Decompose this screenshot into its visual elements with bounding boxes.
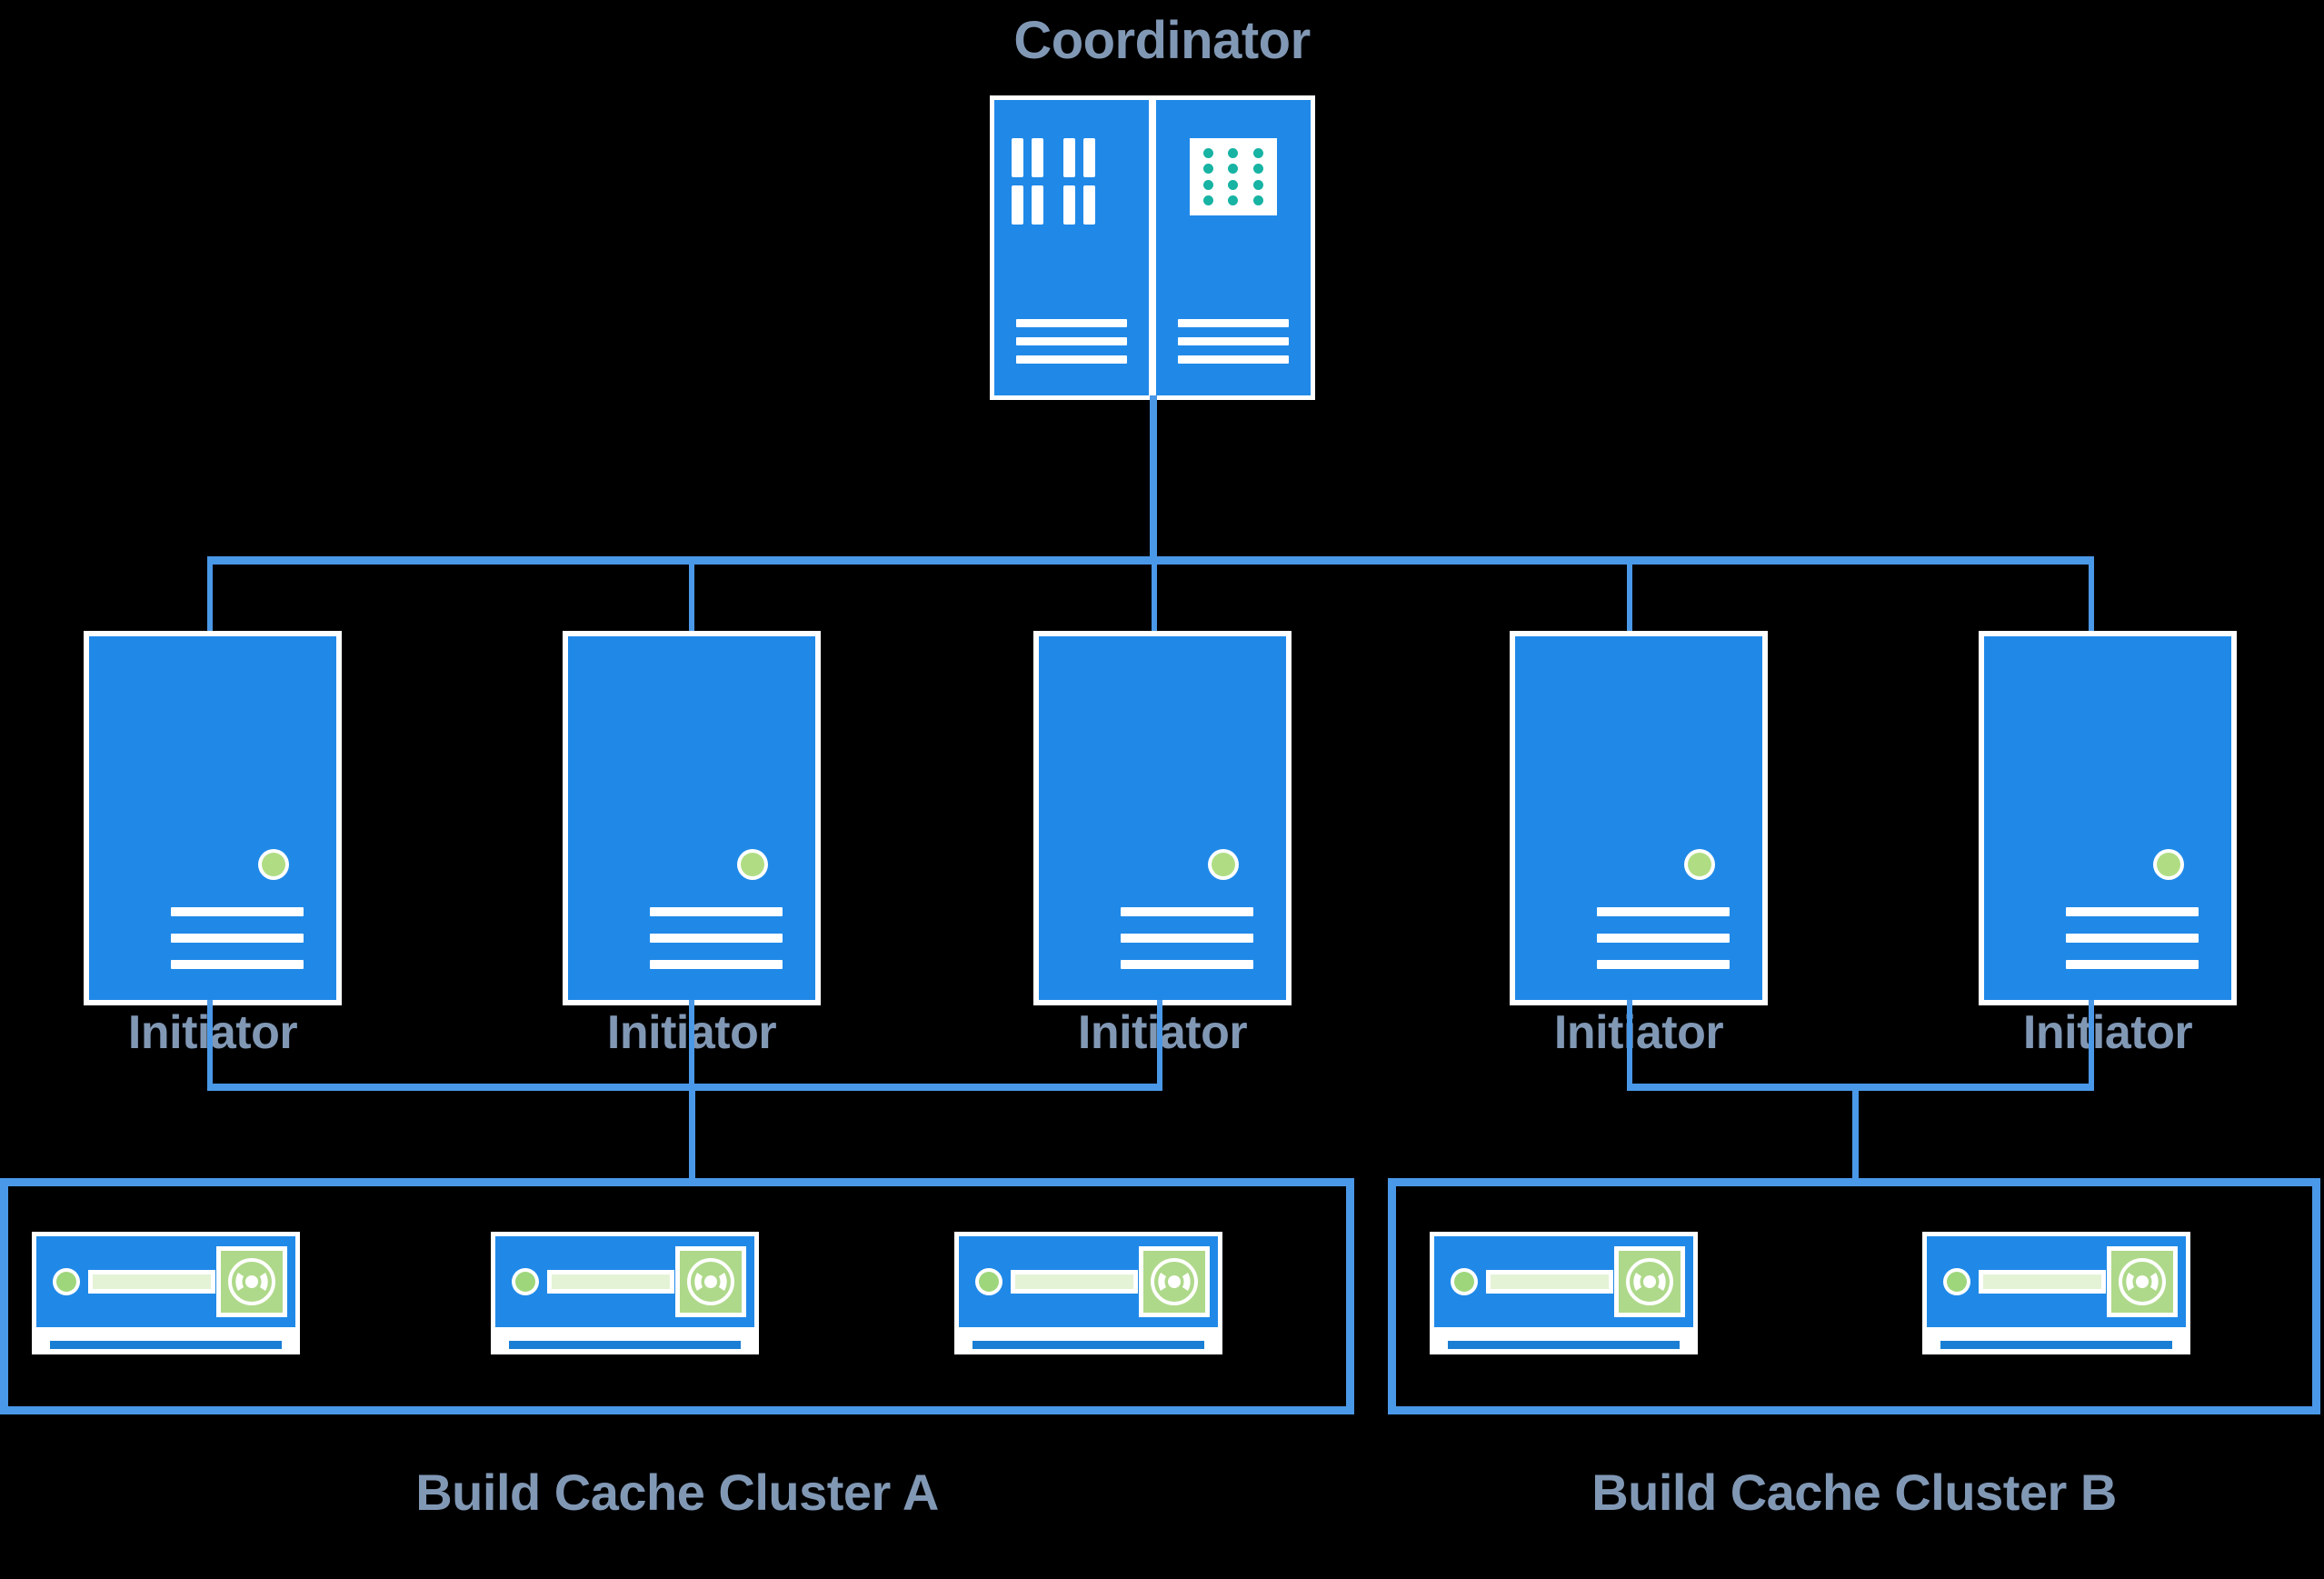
coordinator-right-lines — [1177, 319, 1290, 374]
coordinator-label: Coordinator — [1013, 11, 1311, 70]
cache-node-body — [495, 1236, 754, 1327]
wire-initiator-bus — [207, 556, 2094, 565]
status-led-icon — [2157, 853, 2180, 876]
initiator-lines — [2066, 907, 2199, 986]
wire-initiator5-down — [2089, 1000, 2094, 1087]
cache-node-base — [1922, 1330, 2190, 1354]
cluster-b-box[interactable] — [1388, 1178, 2320, 1414]
disk-icon — [1619, 1251, 1681, 1313]
cache-node-a1[interactable] — [32, 1236, 300, 1354]
cache-node-b2[interactable] — [1922, 1236, 2190, 1354]
cache-node-a2[interactable] — [491, 1236, 759, 1354]
cache-node-body — [1434, 1236, 1693, 1327]
disk-icon — [1143, 1251, 1205, 1313]
wire-initiator2-down — [689, 1000, 694, 1087]
status-led-icon — [56, 1272, 76, 1292]
initiator-lines — [1121, 907, 1253, 986]
status-led-icon — [1688, 853, 1711, 876]
wire-drop-initiator-1 — [207, 556, 213, 637]
initiator-node-5[interactable] — [1984, 636, 2231, 1000]
cache-node-base — [491, 1330, 759, 1354]
cache-node-body — [36, 1236, 295, 1327]
disk-icon — [2111, 1251, 2173, 1313]
vertical-bars-icon — [1011, 138, 1098, 233]
cache-node-body — [1927, 1236, 2186, 1327]
status-led-icon — [262, 853, 285, 876]
coordinator-node[interactable] — [994, 100, 1311, 395]
wire-initiator3-down — [1157, 1000, 1162, 1087]
wire-drop-initiator-3 — [1152, 556, 1157, 637]
status-led-icon — [1454, 1272, 1474, 1292]
wire-cluster-a-drop — [689, 1084, 695, 1178]
status-led-icon — [979, 1272, 999, 1292]
dot-grid-icon — [1190, 138, 1277, 215]
initiator-lines — [1597, 907, 1730, 986]
initiator-label-5: Initiator — [2022, 1006, 2193, 1059]
cache-bar — [552, 1274, 670, 1289]
initiator-label-1: Initiator — [89, 1009, 336, 1056]
cache-node-base — [32, 1330, 300, 1354]
cache-bar — [1491, 1274, 1609, 1289]
disk-icon — [221, 1251, 283, 1313]
status-led-icon — [515, 1272, 535, 1292]
coordinator-left-panel — [994, 100, 1149, 395]
wire-cluster-b-drop — [1852, 1084, 1859, 1178]
cache-node-base — [954, 1330, 1222, 1354]
cluster-b-label: Build Cache Cluster B — [1591, 1464, 2117, 1521]
cache-node-body — [959, 1236, 1218, 1327]
coordinator-left-lines — [1015, 319, 1128, 374]
coordinator-right-panel — [1156, 100, 1311, 395]
initiator-node-4[interactable] — [1515, 636, 1762, 1000]
initiator-node-3[interactable] — [1039, 636, 1286, 1000]
wire-initiator4-down — [1627, 1000, 1632, 1087]
cache-bar — [1015, 1274, 1133, 1289]
cache-bar — [1983, 1274, 2101, 1289]
cache-bar — [93, 1274, 211, 1289]
cache-node-a3[interactable] — [954, 1236, 1222, 1354]
initiator-lines — [171, 907, 304, 986]
cluster-a-box[interactable] — [0, 1178, 1354, 1414]
wire-coordinator-drop — [1150, 395, 1157, 556]
wire-cluster-a-bus — [207, 1084, 1162, 1091]
wire-drop-initiator-4 — [1627, 556, 1632, 637]
initiator-label-3: Initiator — [1039, 1009, 1286, 1056]
initiator-lines — [650, 907, 783, 986]
status-led-icon — [741, 853, 764, 876]
wire-drop-initiator-2 — [689, 556, 694, 637]
status-led-icon — [1947, 1272, 1967, 1292]
disk-icon — [680, 1251, 742, 1313]
initiator-node-2[interactable] — [568, 636, 815, 1000]
initiator-label-4: Initiator — [1553, 1006, 1724, 1059]
status-led-icon — [1212, 853, 1235, 876]
wire-initiator1-down — [207, 1000, 213, 1087]
initiator-node-1[interactable] — [89, 636, 336, 1000]
cache-node-b1[interactable] — [1430, 1236, 1698, 1354]
cache-node-base — [1430, 1330, 1698, 1354]
cluster-a-label: Build Cache Cluster A — [415, 1464, 939, 1521]
wire-cluster-b-bus — [1627, 1084, 2094, 1091]
wire-drop-initiator-5 — [2089, 556, 2094, 637]
